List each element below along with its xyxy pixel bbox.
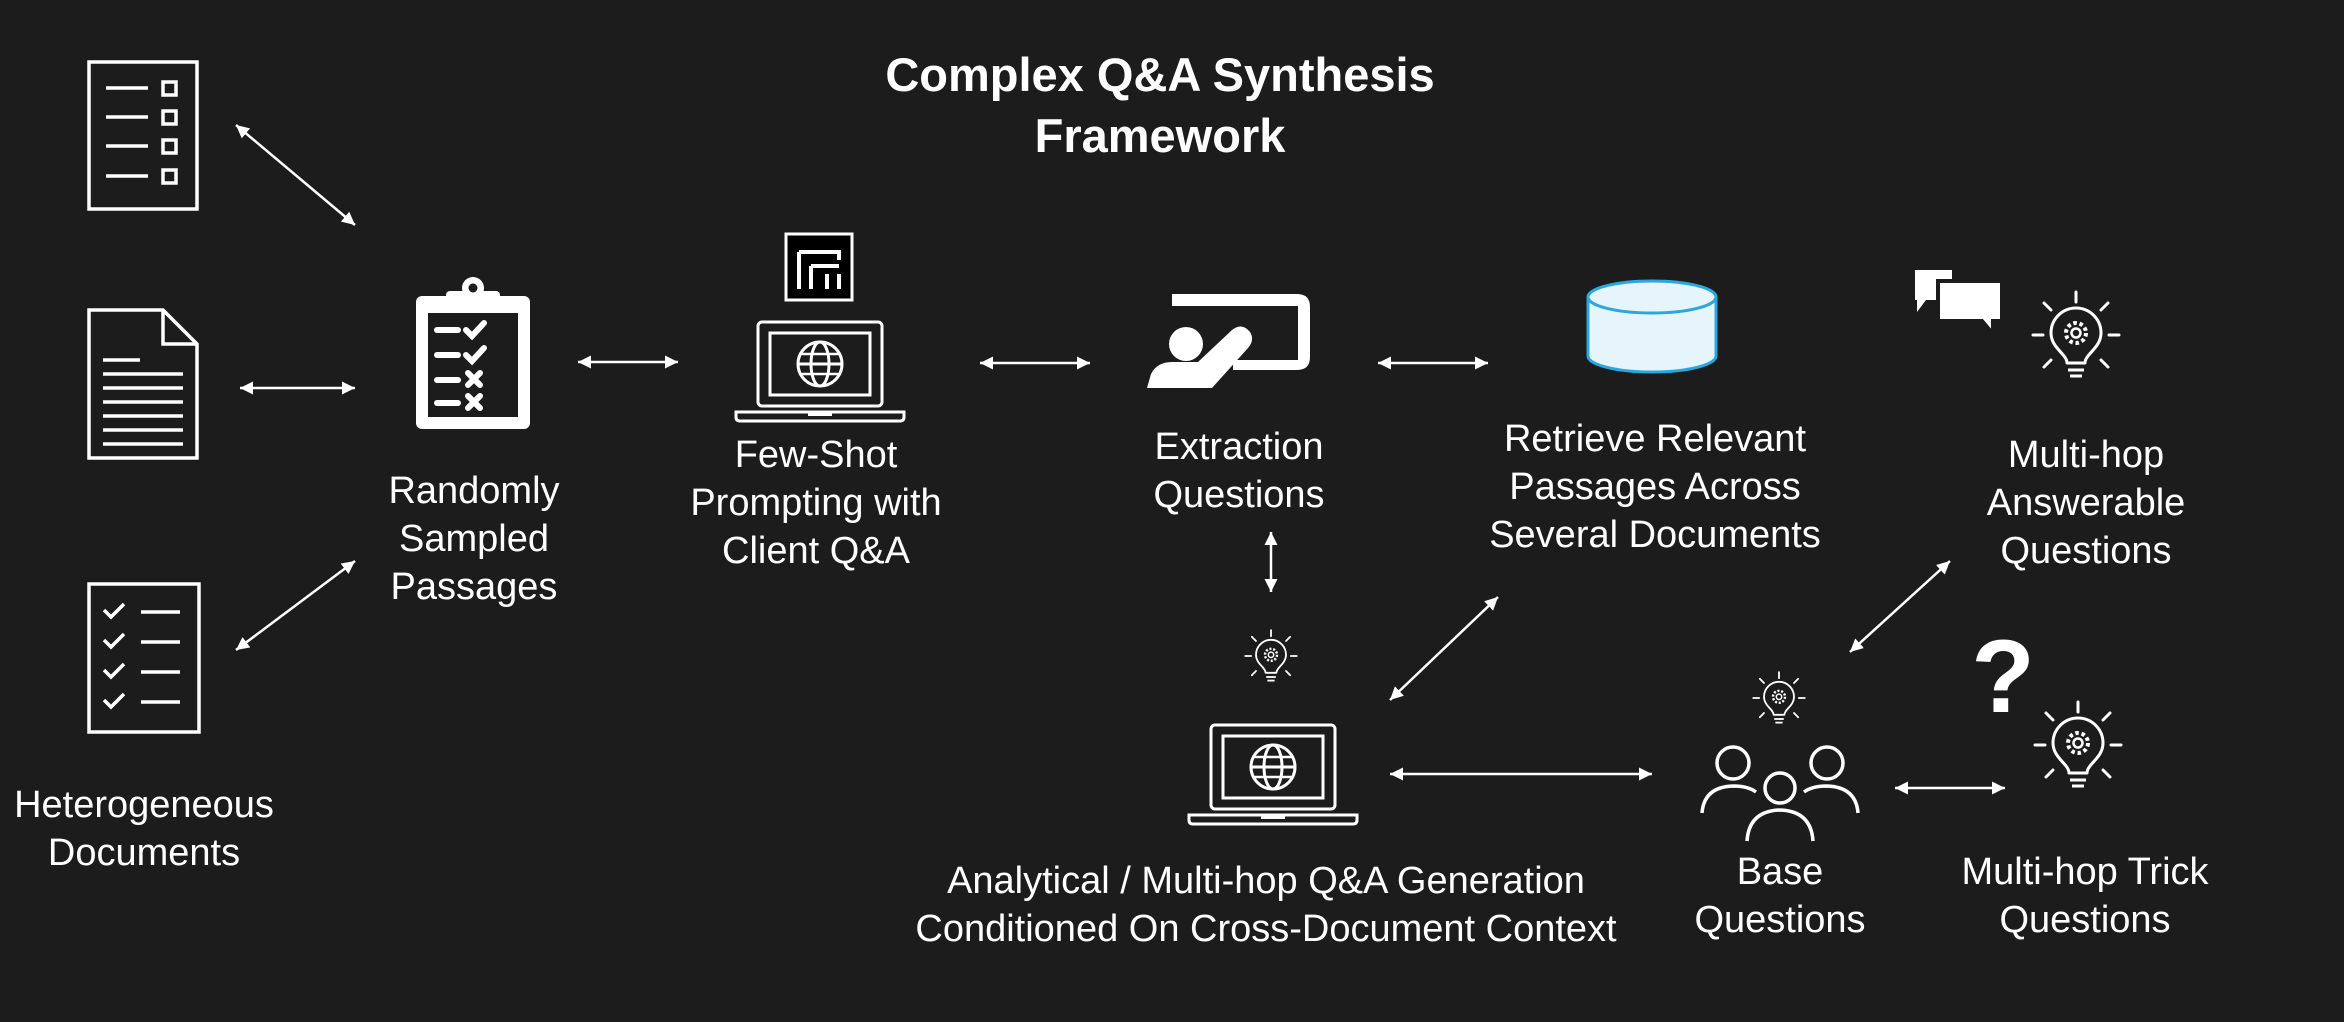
label-line: Analytical / Multi-hop Q&A Generation [947, 860, 1585, 902]
svg-text:?: ? [1971, 619, 2035, 735]
analytical-generation-label: Analytical / Multi-hop Q&A Generation Co… [862, 857, 1670, 953]
checklist-document-icon [87, 60, 199, 211]
label-line: Retrieve Relevant [1503, 418, 1807, 460]
title-line-1: Complex Q&A Synthesis [885, 48, 1435, 101]
label-line: Few-Shot [734, 434, 898, 476]
label-line: Randomly [388, 470, 560, 512]
database-icon [1586, 279, 1718, 374]
diagram-title: Complex Q&A Synthesis Framework [770, 44, 1550, 166]
randomly-sampled-passages-label: Randomly Sampled Passages [354, 467, 594, 611]
label-line: Heterogeneous [14, 784, 274, 826]
arrow-doc1-passages [235, 124, 356, 226]
lightbulb-gear-icon [1243, 629, 1299, 682]
people-group-icon [1700, 745, 1860, 842]
extraction-questions-label: Extraction Questions [1112, 423, 1366, 519]
lightbulb-gear-icon [1751, 671, 1807, 724]
checkmark-list-document-icon [87, 582, 201, 734]
label-line: Conditioned On Cross-Document Context [915, 908, 1617, 950]
label-line: Base [1736, 851, 1824, 893]
label-line: Questions [1694, 899, 1866, 941]
arrow-doc3-passages [235, 559, 356, 652]
connector-arrows [235, 124, 2005, 795]
text-document-icon [87, 308, 199, 460]
label-line: Multi-hop Trick [1961, 851, 2209, 893]
label-line: Extraction [1154, 426, 1324, 468]
label-line: Sampled [399, 518, 549, 560]
lightbulb-gear-icon [2033, 700, 2123, 788]
label-line: Questions [2000, 530, 2172, 572]
label-line: Client Q&A [722, 530, 910, 572]
retrieve-passages-label: Retrieve Relevant Passages Across Severa… [1446, 415, 1864, 559]
title-line-2: Framework [1034, 109, 1286, 162]
chat-bubbles-icon [1915, 270, 2004, 340]
laptop-globe-icon [734, 320, 906, 423]
base-questions-label: Base Questions [1660, 848, 1900, 944]
label-line: Questions [1153, 474, 1325, 516]
laptop-globe-icon [1187, 723, 1359, 826]
arrow-generation-retrieve [1389, 596, 1499, 701]
label-line: Prompting with [690, 482, 942, 524]
label-line: Multi-hop [2007, 434, 2165, 476]
question-mark-icon: ? [1971, 619, 2035, 735]
label-line: Documents [47, 832, 241, 874]
arrow-base-answerable [1849, 560, 1951, 653]
multi-hop-trick-label: Multi-hop Trick Questions [1930, 848, 2240, 944]
few-shot-prompting-label: Few-Shot Prompting with Client Q&A [660, 431, 972, 575]
label-line: Several Documents [1489, 514, 1821, 556]
clipboard-checklist-icon [416, 277, 530, 429]
presenter-board-icon [1147, 294, 1310, 388]
label-line: Answerable [1986, 482, 2186, 524]
multi-hop-answerable-label: Multi-hop Answerable Questions [1946, 431, 2226, 575]
app-logo-icon [784, 232, 854, 302]
label-line: Questions [1999, 899, 2171, 941]
label-line: Passages Across [1509, 466, 1801, 508]
heterogeneous-documents-label: Heterogeneous Documents [0, 781, 288, 877]
lightbulb-gear-icon [2031, 290, 2121, 378]
label-line: Passages [390, 566, 558, 608]
